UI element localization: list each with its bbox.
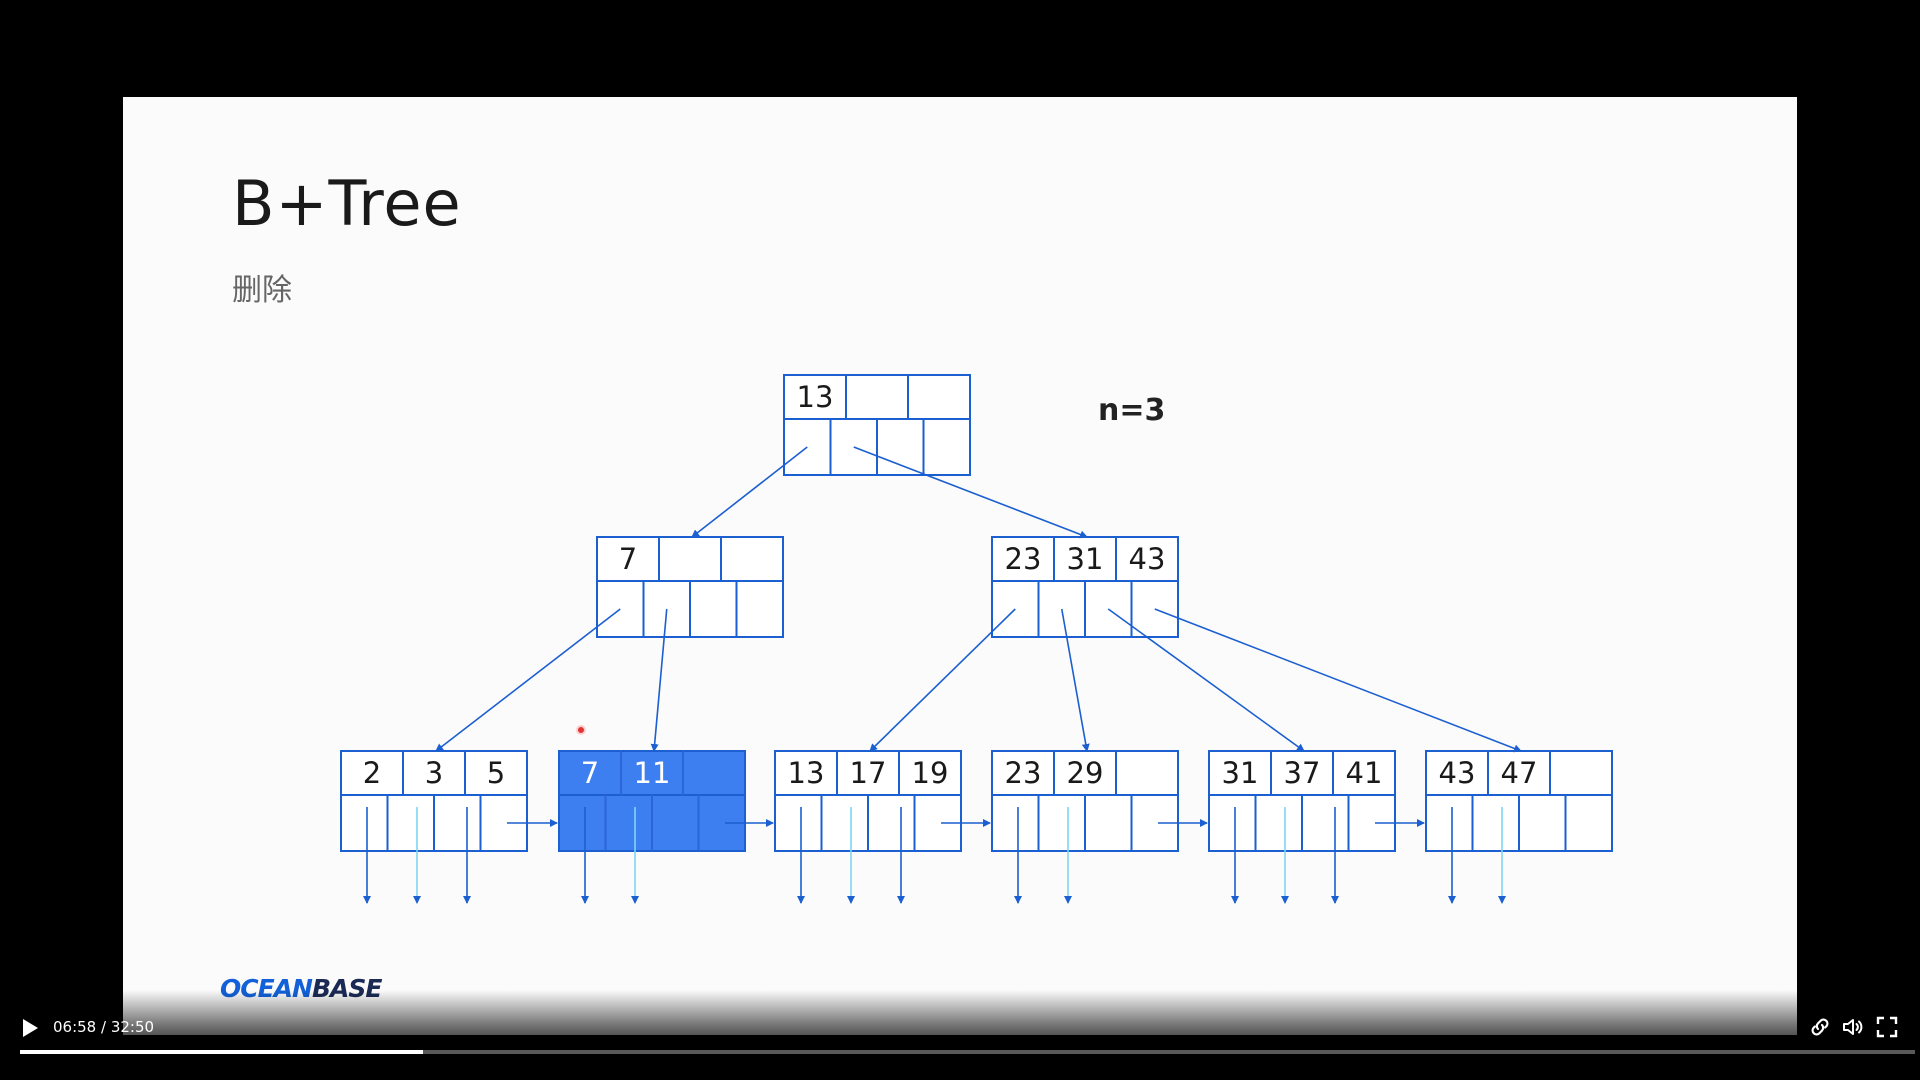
n-label: n=3 [1098, 393, 1166, 428]
node-leaf-4: 23 29 [991, 750, 1179, 852]
current-time: 06:58 [53, 1018, 97, 1036]
tree-edge [1154, 608, 1522, 753]
tree-edge [869, 608, 1016, 752]
slide-title: B+Tree [232, 167, 462, 240]
node-root: 13 [783, 374, 971, 476]
link-icon[interactable] [1808, 1015, 1832, 1039]
tree-edge [1060, 608, 1090, 752]
slide-subtitle: 删除 [232, 273, 292, 308]
node-key: 31 [1067, 542, 1104, 576]
node-key: 23 [1005, 756, 1042, 790]
tree-edge [435, 608, 621, 752]
node-key: 7 [619, 542, 637, 576]
node-key: 47 [1501, 756, 1538, 790]
node-internal-left: 7 [596, 536, 784, 638]
volume-icon[interactable] [1841, 1015, 1865, 1039]
progress-bar[interactable] [20, 1050, 1915, 1054]
node-leaf-3: 13 17 19 [774, 750, 962, 852]
node-key: 23 [1005, 542, 1042, 576]
node-key: 19 [912, 756, 949, 790]
time-display: 06:58 / 32:50 [53, 1018, 154, 1036]
node-key: 7 [581, 756, 599, 790]
play-icon[interactable] [18, 1016, 42, 1040]
node-key: 5 [487, 756, 505, 790]
node-leaf-1: 2 3 5 [340, 750, 528, 852]
node-key: 41 [1346, 756, 1383, 790]
node-key: 29 [1067, 756, 1104, 790]
tree-edge [691, 446, 808, 538]
node-key: 13 [788, 756, 825, 790]
fullscreen-icon[interactable] [1875, 1015, 1899, 1039]
node-key: 11 [634, 756, 671, 790]
node-key: 2 [363, 756, 381, 790]
node-leaf-2: 7 11 [558, 750, 746, 852]
node-leaf-5: 31 37 41 [1208, 750, 1396, 852]
node-key: 31 [1222, 756, 1259, 790]
time-separator: / [101, 1018, 111, 1036]
cursor-indicator [576, 725, 586, 735]
node-internal-right: 23 31 43 [991, 536, 1179, 638]
tree-edge [1107, 608, 1305, 752]
node-key: 3 [425, 756, 443, 790]
duration: 32:50 [110, 1018, 155, 1036]
node-key: 17 [850, 756, 887, 790]
node-key: 43 [1129, 542, 1166, 576]
tree-edge [650, 608, 668, 752]
player-controls [0, 990, 1920, 1080]
node-key: 37 [1284, 756, 1321, 790]
progress-fill [20, 1050, 423, 1054]
node-key: 43 [1439, 756, 1476, 790]
node-leaf-6: 43 47 [1425, 750, 1613, 852]
tree-edge [853, 446, 1088, 539]
node-key: 13 [797, 380, 834, 414]
